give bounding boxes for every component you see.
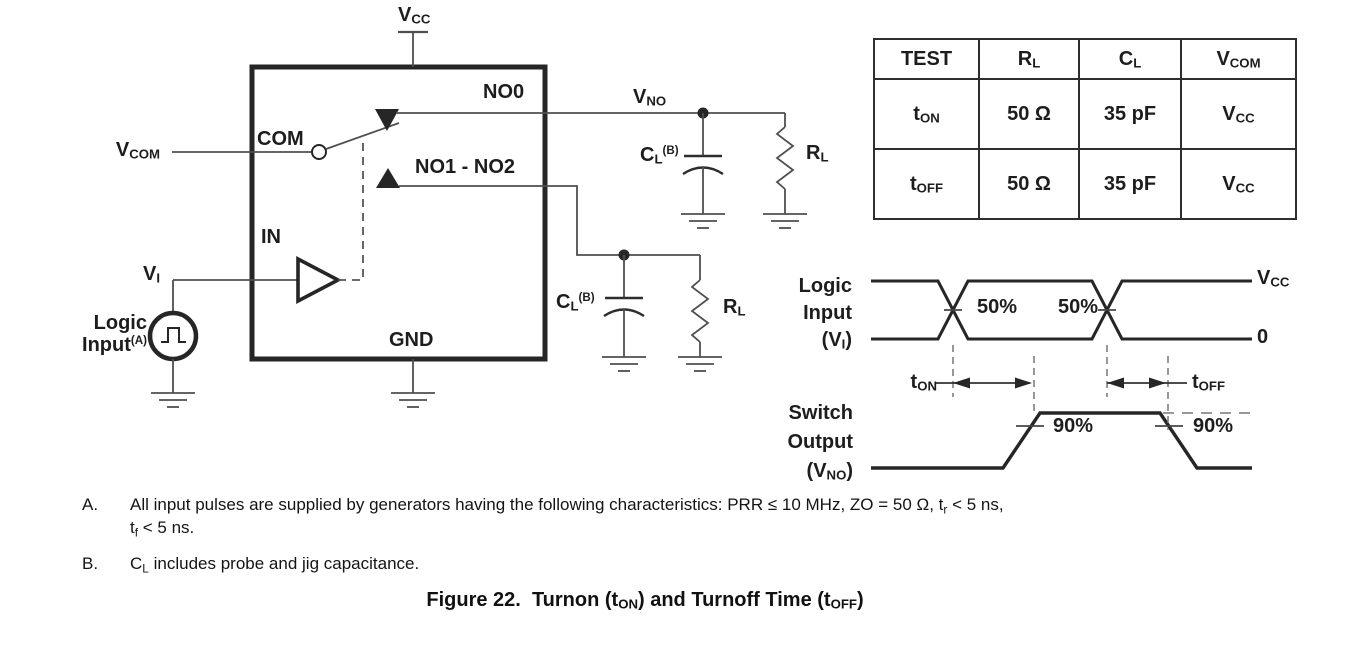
note-a-line2: tf < 5 ns. [130,518,195,540]
logic-input-source-label-line2: Input(A) [82,334,147,356]
ground-symbol [678,356,722,372]
fifty-percent-label-2: 50% [1058,296,1099,318]
cl-top-label: CL(B) [640,144,679,167]
pulse-icon [161,327,186,343]
ninety-percent-label-1: 90% [1053,415,1094,437]
waveform-input-label-line1: Logic [798,275,852,297]
ground-symbol [391,392,435,408]
vcc-label: VCC [398,4,431,27]
reference-dashed-lines [952,345,1252,430]
no1-no2-pin-label: NO1 - NO2 [415,156,516,178]
cell-vcom-ton: VCC [1180,78,1297,150]
device-box [249,64,548,362]
gnd-pin [391,359,435,408]
col-cl: CL [1078,38,1182,80]
no0-net [396,107,785,119]
col-test: TEST [873,38,980,80]
ground-symbol [602,356,646,372]
ton-label: tON [910,371,937,394]
switch-output-waveform [871,411,1252,470]
com-pin-label: COM [257,128,304,150]
switch-throw-no0-arrow [375,109,399,131]
cell-rl-toff: 50 Ω [978,148,1080,220]
ground-symbol [763,213,807,229]
vcom-label: VCOM [115,139,160,162]
logic-input-waveform [871,279,1252,341]
table-row-ton: tON 50 Ω 35 pF VCC [873,78,1297,150]
fifty-percent-label-1: 50% [977,296,1018,318]
cell-cl-ton: 35 pF [1078,78,1182,150]
ground-symbol [681,213,725,229]
pulse-generator [147,280,199,408]
no1no2-net [399,185,700,261]
waveform-output-label-line1: Switch [788,402,853,424]
logic-input-source-label-line1: Logic [93,312,147,334]
cl-bottom-label: CL(B) [556,291,595,314]
cell-cl-toff: 35 pF [1078,148,1182,220]
table-header-row: TEST RL CL VCOM [873,38,1297,80]
cell-test-ton: tON [873,78,980,150]
ton-arrow [936,377,1032,389]
cell-vcom-toff: VCC [1180,148,1297,220]
zero-level-label: 0 [1257,326,1269,348]
ninety-percent-label-2: 90% [1193,415,1234,437]
no0-pin-label: NO0 [483,81,525,103]
cl-capacitor-bottom [602,255,646,372]
toff-label: tOFF [1192,371,1226,394]
cell-test-toff: tOFF [873,148,980,220]
note-a-line1: All input pulses are supplied by generat… [130,495,1004,517]
rl-resistor-top [763,113,807,229]
vcc-pin [398,30,428,67]
note-b-line: CL includes probe and jig capacitance. [130,554,420,576]
control-dashed-line [338,138,364,281]
switch-throw-no1no2-arrow [376,168,400,188]
col-rl: RL [978,38,1080,80]
note-b-label: B. [82,554,99,573]
ground-symbol [151,392,195,408]
input-buffer [173,138,364,304]
figure-caption: Figure 22. Turnon (tON) and Turnoff Time… [426,589,864,612]
gnd-pin-label: GND [389,329,434,351]
vi-label: VI [142,263,160,286]
cell-rl-ton: 50 Ω [978,78,1080,150]
rl-bottom-label: RL [723,296,746,319]
waveform-output-label-line3: (VNO) [806,460,853,483]
waveform-output-label-line2: Output [787,431,853,453]
waveform-input-label-line2: Input [803,302,852,324]
rl-top-label: RL [806,142,829,165]
waveform-input-label-line3: (VI) [821,329,852,352]
test-conditions-table: TEST RL CL VCOM tON 50 Ω 35 pF VCC tOFF … [873,38,1297,220]
analog-switch [311,109,400,188]
cl-capacitor-top [681,113,725,229]
toff-arrow [1107,377,1187,389]
col-vcom: VCOM [1180,38,1297,80]
in-pin-label: IN [261,226,281,248]
rl-resistor-bottom [678,255,722,372]
vno-label: VNO [633,86,667,109]
table-row-toff: tOFF 50 Ω 35 pF VCC [873,148,1297,220]
note-a-label: A. [82,495,99,514]
vcc-level-label: VCC [1257,267,1290,290]
